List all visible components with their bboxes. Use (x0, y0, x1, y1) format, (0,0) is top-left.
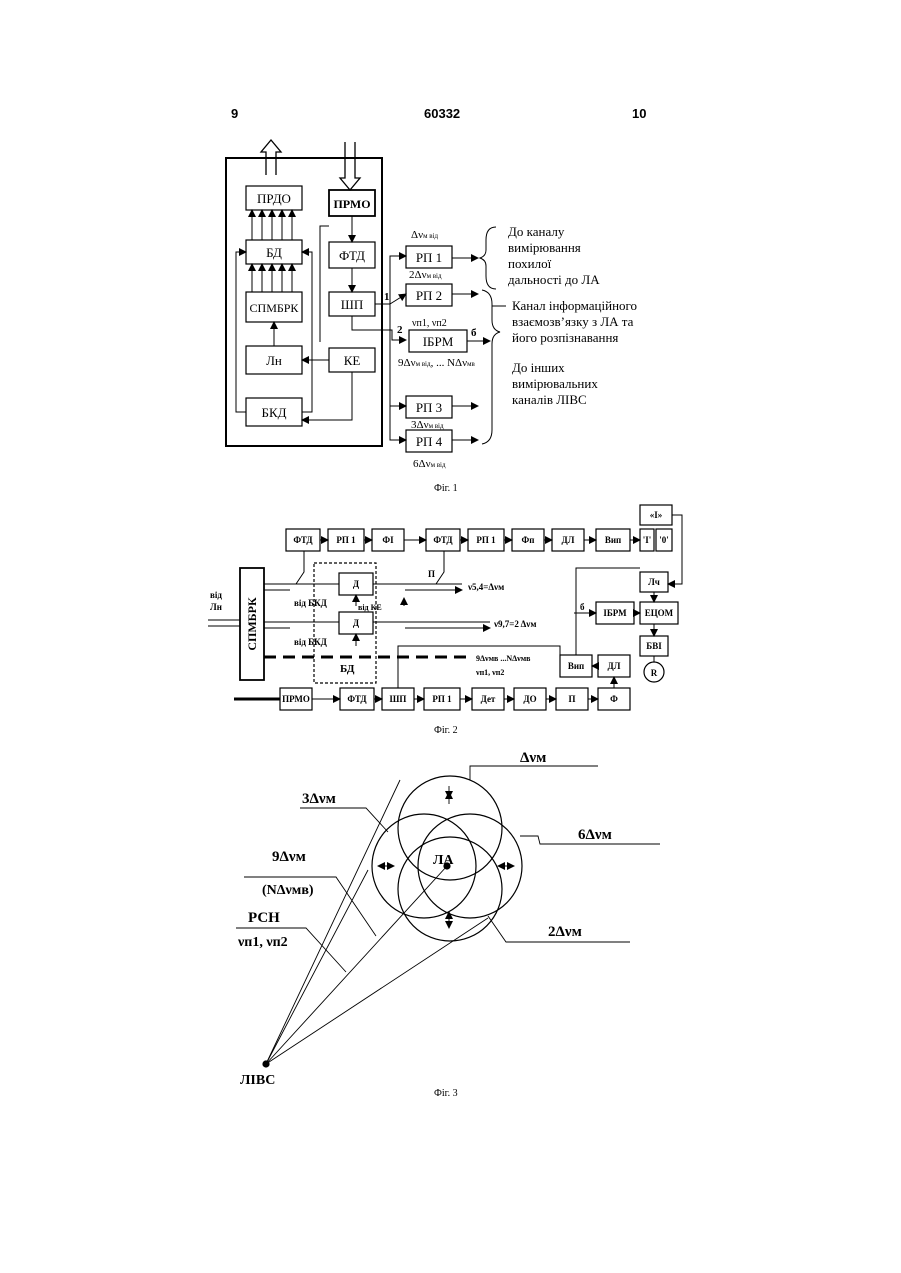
fig3-rsn-label: РСН (248, 910, 280, 926)
fig2-ftd1-label: ФТД (293, 535, 313, 545)
svg-text:вимірювальних: вимірювальних (512, 376, 598, 391)
fig2-rp1a-label: РП 1 (336, 535, 356, 545)
fig3-l3-label: 3Δνм (302, 791, 336, 807)
fig2-ftd3-label: ФТД (347, 694, 367, 704)
svg-text:взаємозв’язку з ЛА та: взаємозв’язку з ЛА та (512, 314, 634, 329)
ibrm-label: ІБРМ (423, 334, 454, 349)
ln-label: Лн (266, 353, 282, 368)
port-2: 2 (397, 324, 403, 336)
fig2-dl2-label: ДЛ (608, 661, 621, 671)
svg-text:вимірювання: вимірювання (508, 240, 581, 255)
fig2-rp1b-label: РП 1 (476, 535, 496, 545)
fig2-lch-label: Лч (648, 577, 660, 587)
fig2-d2-label: Д (353, 618, 360, 628)
prmo-label: ПРМО (333, 197, 370, 211)
svg-text:дальності до ЛА: дальності до ЛА (508, 272, 600, 287)
fig2-ftd2-label: ФТД (433, 535, 453, 545)
figure-1-text: ПРДО БД СПМБРК Лн БКД ПРМО ФТД ШП КЕ РП … (250, 191, 638, 494)
rp4-label: РП 4 (416, 434, 443, 449)
fig2-i1-label: 'І' (643, 535, 652, 545)
fig3-r6-label: 6Δνм (578, 827, 612, 843)
spmbrk-label: СПМБРК (250, 301, 300, 315)
fig2-nu-pairs: νп1, νп2 (475, 668, 504, 677)
port-b: б (471, 327, 477, 339)
fig2-det-label: Дет (481, 694, 496, 704)
fig3-la-label: ЛА (433, 853, 454, 868)
fig2-etsom-label: ЕЦОМ (645, 608, 674, 618)
svg-text:До інших: До інших (512, 360, 565, 375)
fig2-spmbrk-label: СПМБРК (245, 597, 259, 651)
annotation-2: Канал інформаційного взаємозв’язку з ЛА … (512, 298, 637, 345)
svg-text:До каналу: До каналу (508, 224, 565, 239)
fig2-bvi-label: БВІ (646, 641, 662, 651)
port-1: 1 (384, 291, 390, 303)
fig2-vid-label: від (210, 590, 222, 600)
annotation-3: До інших вимірювальних каналів ЛІВС (512, 360, 598, 407)
fig3-livs-label: ЛІВС (240, 1073, 275, 1088)
fig2-nu97: ν9,7=2 Δνм (493, 619, 536, 629)
fig2-vyp1-label: Вип (605, 535, 621, 545)
fig2-vid-bkd2: від БКД (294, 637, 328, 647)
dnu3-label: 3Δνм від (411, 419, 444, 431)
fig2-b: б (580, 602, 585, 612)
fig2-shp-label: ШП (390, 694, 407, 704)
svg-text:його розпізнавання: його розпізнавання (512, 330, 618, 345)
fig2-caption: Фіг. 2 (434, 725, 458, 736)
fig1-caption: Фіг. 1 (434, 483, 458, 494)
fig2-bd-label: БД (340, 663, 355, 675)
fig2-do-label: ДО (523, 694, 536, 704)
fig2-f-label: Ф (610, 694, 618, 704)
dnu2-label: 2Δνм від (409, 269, 442, 281)
figure-3 (236, 766, 660, 1067)
fig3-nus-label: νп1, νп2 (237, 935, 288, 950)
fig2-rp1c-label: РП 1 (432, 694, 452, 704)
fig2-one-label: «І» (650, 510, 663, 520)
bd-label: БД (266, 245, 282, 260)
multi-label: 9Δνм від, ... NΔνмв (398, 357, 475, 369)
svg-text:Канал інформаційного: Канал інформаційного (512, 298, 637, 313)
fig2-vid-bkd1: від БКД (294, 598, 328, 608)
fig2-multi: 9Δνмв ...NΔνмв (476, 654, 531, 663)
fig2-dl1-label: ДЛ (562, 535, 575, 545)
fig2-p-label: П (568, 694, 575, 704)
fig2-d1-label: Д (353, 579, 360, 589)
shp-label: ШП (341, 297, 364, 312)
fig2-nu54: ν5,4=Δνм (467, 582, 504, 592)
fig3-lN-label: (NΔνмв) (262, 883, 314, 898)
fig2-prmo-label: ПРМО (282, 694, 310, 704)
fig3-r2-label: 2Δνм (548, 924, 582, 940)
ftd-label: ФТД (339, 248, 365, 263)
fig2-fi-label: ФІ (382, 535, 394, 545)
ke-label: КЕ (344, 353, 361, 368)
fig3-l9-label: 9Δνм (272, 849, 306, 865)
rp1-label: РП 1 (416, 250, 442, 265)
figure-3-text: Δνм 3Δνм 6Δνм 9Δνм (NΔνмв) 2Δνм РСН νп1,… (237, 750, 612, 1099)
nu-pairs-label: νп1, νп2 (412, 318, 447, 329)
fig3-top-label: Δνм (520, 750, 546, 766)
rp2-label: РП 2 (416, 288, 442, 303)
fig2-vid-ke: від КЕ (358, 603, 382, 612)
dnu6-label: 6Δνм від (413, 458, 446, 470)
annotation-1: До каналу вимірювання похилої дальності … (508, 224, 600, 287)
fig2-p-small: П (428, 569, 435, 579)
dnu1-label: Δνм від (411, 229, 438, 241)
fig3-caption: Фіг. 3 (434, 1088, 458, 1099)
rp3-label: РП 3 (416, 400, 442, 415)
fig2-ibrm-label: ІБРМ (603, 608, 627, 618)
fig2-vyp2-label: Вип (568, 661, 584, 671)
bkd-label: БКД (261, 405, 286, 420)
fig2-ln-label: Лн (210, 602, 222, 612)
svg-text:похилої: похилої (508, 256, 552, 271)
fig2-fp-label: Фп (522, 535, 535, 545)
svg-text:каналів ЛІВС: каналів ЛІВС (512, 392, 587, 407)
fig2-r-label: R (651, 668, 658, 678)
prdo-label: ПРДО (257, 191, 291, 206)
fig2-i2-label: '0' (659, 535, 669, 545)
